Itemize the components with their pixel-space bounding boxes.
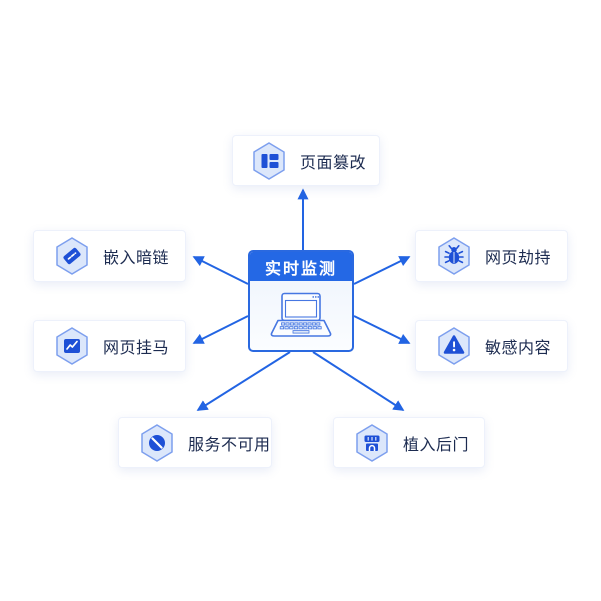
node-service-unavailable: 服务不可用 [118,417,272,468]
center-node-realtime-monitoring: 实时监测 [248,250,354,352]
arrow-right-lower [353,315,411,344]
node-webpage-hijacking: 网页劫持 [415,230,568,282]
node-label: 网页挂马 [103,340,170,357]
node-webpage-trojan: 网页挂马 [33,320,186,372]
node-label: 页面篡改 [300,154,367,172]
center-node-body [250,281,352,350]
trend-chart-icon [56,327,88,365]
node-label: 敏感内容 [485,340,552,357]
node-label: 服务不可用 [188,436,271,454]
arrow-bottom-left [196,351,291,411]
arrow-right-upper [353,256,411,285]
node-label: 网页劫持 [485,250,552,267]
node-sensitive-content: 敏感内容 [415,320,568,372]
storefront-door-icon [356,423,388,462]
bug-icon [438,237,470,275]
node-page-tampering: 页面篡改 [232,135,380,186]
warning-triangle-icon [438,327,470,365]
prohibited-icon [141,423,173,462]
layout-icon [253,141,285,180]
node-label: 植入后门 [403,436,470,454]
center-node-title: 实时监测 [250,252,352,281]
arrow-left-lower [192,315,249,344]
node-implanted-backdoor: 植入后门 [333,417,485,468]
link-icon [56,237,88,275]
node-label: 嵌入暗链 [103,250,170,267]
node-embedded-dark-link: 嵌入暗链 [33,230,186,282]
arrow-left-upper [192,256,249,285]
arrow-bottom-right [312,351,405,411]
laptop-icon [270,292,332,337]
